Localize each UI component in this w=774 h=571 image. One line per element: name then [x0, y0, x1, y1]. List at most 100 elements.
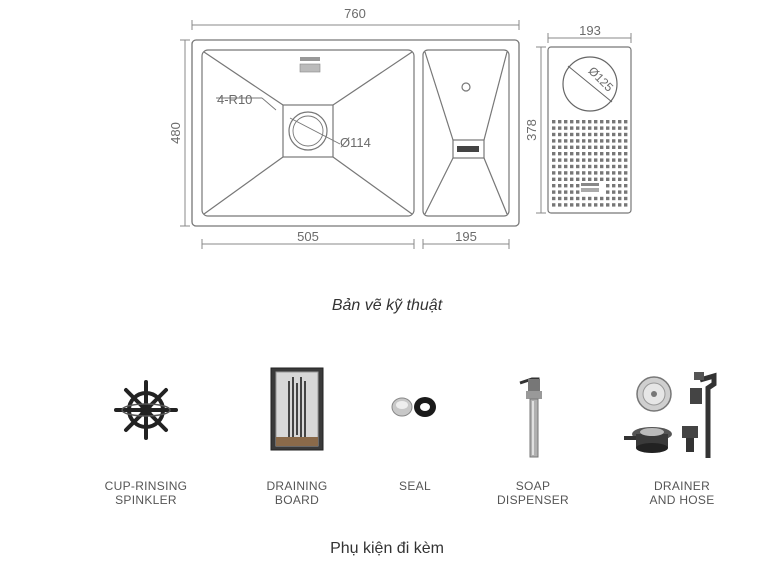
seal-icon [391, 397, 436, 417]
drain-hole [558, 158, 562, 162]
drain-hole [600, 196, 604, 201]
drain-hole [618, 158, 622, 162]
drain-hole [594, 164, 598, 169]
drain-hole [624, 177, 628, 181]
drain-hole [624, 126, 628, 130]
drain-hole [576, 152, 580, 156]
drain-hole [600, 145, 604, 149]
drain-hole [564, 158, 568, 162]
drain-hole [612, 190, 616, 194]
dimension-overall-height [180, 39, 190, 227]
drain-hole [558, 184, 562, 188]
drain-hole [606, 184, 610, 188]
drain-hole [558, 152, 562, 156]
drain-hole [582, 139, 586, 143]
drain-hole [624, 164, 628, 169]
drain-hole [570, 203, 574, 207]
drain-hole [558, 196, 562, 201]
accessory-label-soap-dispenser: SOAP DISPENSER [496, 479, 570, 507]
drain-hole [618, 190, 622, 194]
drain-hole [570, 177, 574, 181]
drain-hole [564, 196, 568, 201]
drain-hole [570, 158, 574, 162]
drain-hole [600, 120, 604, 124]
drain-hole [576, 196, 580, 201]
drain-hole [600, 203, 604, 207]
drain-hole [612, 158, 616, 162]
drain-hole [552, 145, 556, 149]
drain-hole [588, 171, 592, 175]
drain-hole [582, 126, 586, 130]
panel-brand-logo [581, 183, 599, 192]
dim-overall-width-label: 760 [344, 6, 366, 21]
drain-hole [612, 152, 616, 156]
drainer-hose-icon [624, 372, 717, 458]
drain-hole [600, 171, 604, 175]
drain-hole [618, 196, 622, 201]
drain-hole [606, 171, 610, 175]
drain-hole [624, 120, 628, 124]
drain-hole [594, 196, 598, 201]
drain-hole [576, 184, 580, 188]
drain-hole [558, 190, 562, 194]
drain-hole [612, 164, 616, 169]
drain-hole [564, 152, 568, 156]
drain-hole [606, 120, 610, 124]
drain-hole [588, 126, 592, 130]
drain-hole [552, 190, 556, 194]
accessory-label-drainer-hose: DRAINER AND HOSE [649, 479, 715, 507]
drain-hole [582, 171, 586, 175]
drain-hole [552, 126, 556, 130]
drain-hole [606, 177, 610, 181]
dim-corner-radius-label: 4-R10 [217, 92, 252, 107]
accessory-label-sprinkler: CUP-RINSING SPINKLER [104, 479, 188, 507]
drain-hole [618, 177, 622, 181]
drain-hole [624, 132, 628, 137]
dimension-accessory-width [547, 33, 632, 43]
drain-hole [606, 158, 610, 162]
drain-hole [618, 120, 622, 124]
drain-hole [624, 196, 628, 201]
technical-drawing-caption: Bản vẽ kỹ thuật [331, 297, 443, 314]
drain-hole [576, 158, 580, 162]
drain-hole [594, 126, 598, 130]
dimension-drainboard [422, 239, 510, 249]
drain-hole [582, 152, 586, 156]
dim-accessory-width-label: 193 [579, 23, 601, 38]
drain-hole [618, 145, 622, 149]
accessories-caption: Phụ kiện đi kèm [330, 540, 444, 557]
drain-hole [582, 177, 586, 181]
drain-hole [606, 139, 610, 143]
drain-hole [594, 177, 598, 181]
drain-hole [624, 152, 628, 156]
drain-hole [582, 196, 586, 201]
drain-hole [588, 132, 592, 137]
drain-hole [612, 203, 616, 207]
drain-hole [624, 190, 628, 194]
drain-hole [564, 184, 568, 188]
drain-hole [558, 171, 562, 175]
drain-hole [552, 177, 556, 181]
drain-hole [624, 184, 628, 188]
drain-hole [564, 164, 568, 169]
drain-hole [618, 203, 622, 207]
drain-hole [600, 139, 604, 143]
drain-hole [576, 164, 580, 169]
drain-hole [624, 158, 628, 162]
drain-hole [558, 139, 562, 143]
drain-hole [612, 145, 616, 149]
drain-hole [618, 132, 622, 137]
drain-hole [588, 145, 592, 149]
drain-hole [564, 171, 568, 175]
drain-hole [552, 171, 556, 175]
drain-hole [588, 203, 592, 207]
drain-hole [618, 171, 622, 175]
drain-hole [570, 171, 574, 175]
drain-hole [600, 152, 604, 156]
drain-hole [564, 145, 568, 149]
soap-dispenser-icon [519, 377, 542, 458]
drain-hole [576, 171, 580, 175]
drain-hole [582, 132, 586, 137]
drain-hole [606, 126, 610, 130]
drain-hole [600, 164, 604, 169]
